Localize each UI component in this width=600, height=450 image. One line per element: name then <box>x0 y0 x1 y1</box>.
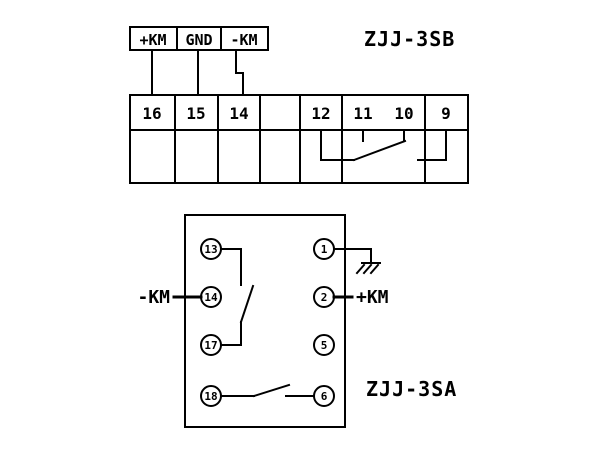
relay-pin-6-label: 6 <box>321 390 328 403</box>
relay-pin-13-label: 13 <box>204 243 217 256</box>
relay-contact-18-6-blade <box>252 383 291 398</box>
terminal-9: 9 <box>441 104 451 123</box>
relay-pin-5-circle <box>313 334 335 356</box>
connector-label-plus-km: +KM <box>139 31 166 49</box>
terminal-14: 14 <box>229 104 248 123</box>
terminal-16: 16 <box>142 104 161 123</box>
relay-pin-1-label: 1 <box>321 243 328 256</box>
relay-pin-2-label: 2 <box>321 291 328 304</box>
strip-contact-blade <box>352 139 407 162</box>
strip-contact-wiring <box>320 129 447 161</box>
relay-contact-13-17-leads <box>220 248 242 346</box>
relay-pin-14-label: 14 <box>204 291 218 304</box>
terminal-15: 15 <box>186 104 205 123</box>
ground-lead-wire <box>333 248 372 264</box>
connector-label-minus-km: -KM <box>230 31 257 49</box>
relay-pin-5-label: 5 <box>321 339 328 352</box>
relay-pin-18-label: 18 <box>204 390 217 403</box>
minus-km-label: -KM <box>137 287 170 308</box>
terminal-11: 11 <box>353 104 372 123</box>
connector-to-strip-wires <box>151 49 244 96</box>
device-title-zjj-3sb: ZJJ-3SB <box>364 27 455 51</box>
connector-label-dividers <box>176 26 222 51</box>
relay-pin-17-label: 17 <box>204 339 217 352</box>
terminal-strip-dividers <box>129 94 469 184</box>
connector-label-gnd: GND <box>185 31 212 49</box>
terminal-10: 10 <box>394 104 413 123</box>
plus-km-label: +KM <box>356 287 389 308</box>
ground-symbol-icon <box>355 262 381 275</box>
relay-contact-13-17-blade <box>239 284 255 324</box>
device-title-zjj-3sa: ZJJ-3SA <box>366 377 457 401</box>
terminal-12: 12 <box>311 104 330 123</box>
